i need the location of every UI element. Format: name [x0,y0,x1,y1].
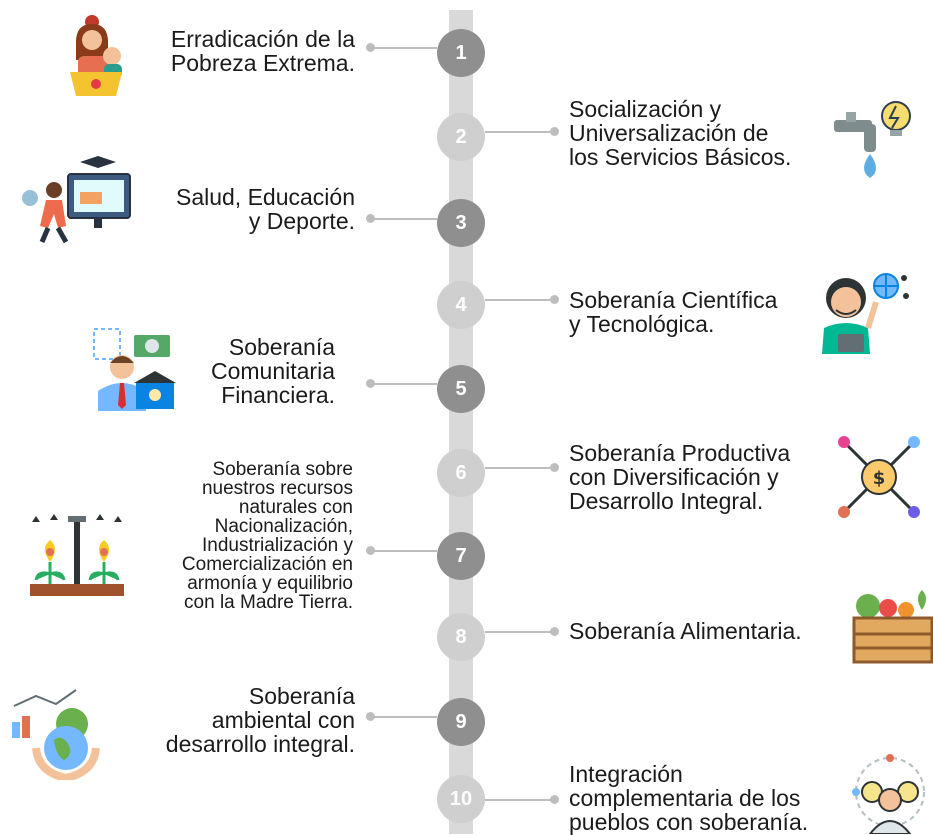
connector-4 [485,299,555,301]
step-node-10: 10 [437,775,485,823]
connector-dot-4 [550,295,559,304]
step-node-6: 6 [437,449,485,497]
connector-dot-6 [550,463,559,472]
step-number-9: 9 [455,710,467,733]
step-label-3: Salud, Educación y Deporte. [175,184,355,234]
step-number-5: 5 [455,377,467,400]
connector-dot-7 [366,546,375,555]
irrigation-plants-icon [30,514,124,596]
connector-5 [370,383,437,385]
community-people-icon [852,754,925,834]
step-node-8: 8 [437,613,485,661]
connector-dot-5 [366,379,375,388]
connector-7 [370,550,437,552]
connector-dot-1 [366,43,375,52]
step-label-10: Integración complementaria de los pueblo… [569,761,809,835]
connector-10 [485,799,555,801]
step-number-3: 3 [455,211,467,234]
step-label-6: Soberanía Productiva con Diversificación… [569,440,791,514]
step-label-1: Erradicación de la Pobreza Extrema. [170,26,355,76]
connector-6 [485,467,555,469]
step-node-3: 3 [437,199,485,247]
dollar-arrows-icon: $ [838,436,920,518]
connector-dot-2 [550,127,559,136]
faucet-lightbulb-icon [834,101,911,178]
mother-child-icon [70,15,122,96]
step-node-7: 7 [437,532,485,580]
step-node-5: 5 [437,365,485,413]
step-node-4: 4 [437,281,485,329]
connector-dot-3 [366,214,375,223]
step-number-8: 8 [455,625,467,648]
connector-3 [370,218,437,220]
connector-8 [485,631,555,633]
step-label-9: Soberanía ambiental con desarrollo integ… [165,683,355,757]
vegetable-crate-icon [852,590,933,664]
connector-9 [370,716,437,718]
step-label-8: Soberanía Alimentaria. [569,618,802,644]
step-number-7: 7 [455,544,467,567]
step-number-6: 6 [455,461,467,484]
connector-1 [370,47,437,49]
step-node-2: 2 [437,113,485,161]
connector-dot-8 [550,627,559,636]
svg-text:$: $ [873,468,886,489]
step-number-4: 4 [455,293,467,316]
earth-hands-icon [12,689,100,780]
step-node-9: 9 [437,698,485,746]
step-number-2: 2 [455,125,467,148]
student-computer-icon [22,156,131,244]
step-label-7: Soberanía sobre nuestros recursos natura… [181,459,353,613]
step-label-5: Soberanía Comunitaria Financiera. [211,334,335,408]
connector-2 [485,131,555,133]
banker-money-icon [93,328,176,411]
step-number-10: 10 [449,787,473,810]
connector-dot-10 [550,795,559,804]
connector-dot-9 [366,712,375,721]
step-label-4: Soberanía Científica y Tecnológica. [569,287,778,337]
step-node-1: 1 [437,29,485,77]
step-number-1: 1 [455,41,467,64]
scientist-globe-icon [822,273,909,354]
step-label-2: Socialización y Universalización de los … [569,96,792,170]
